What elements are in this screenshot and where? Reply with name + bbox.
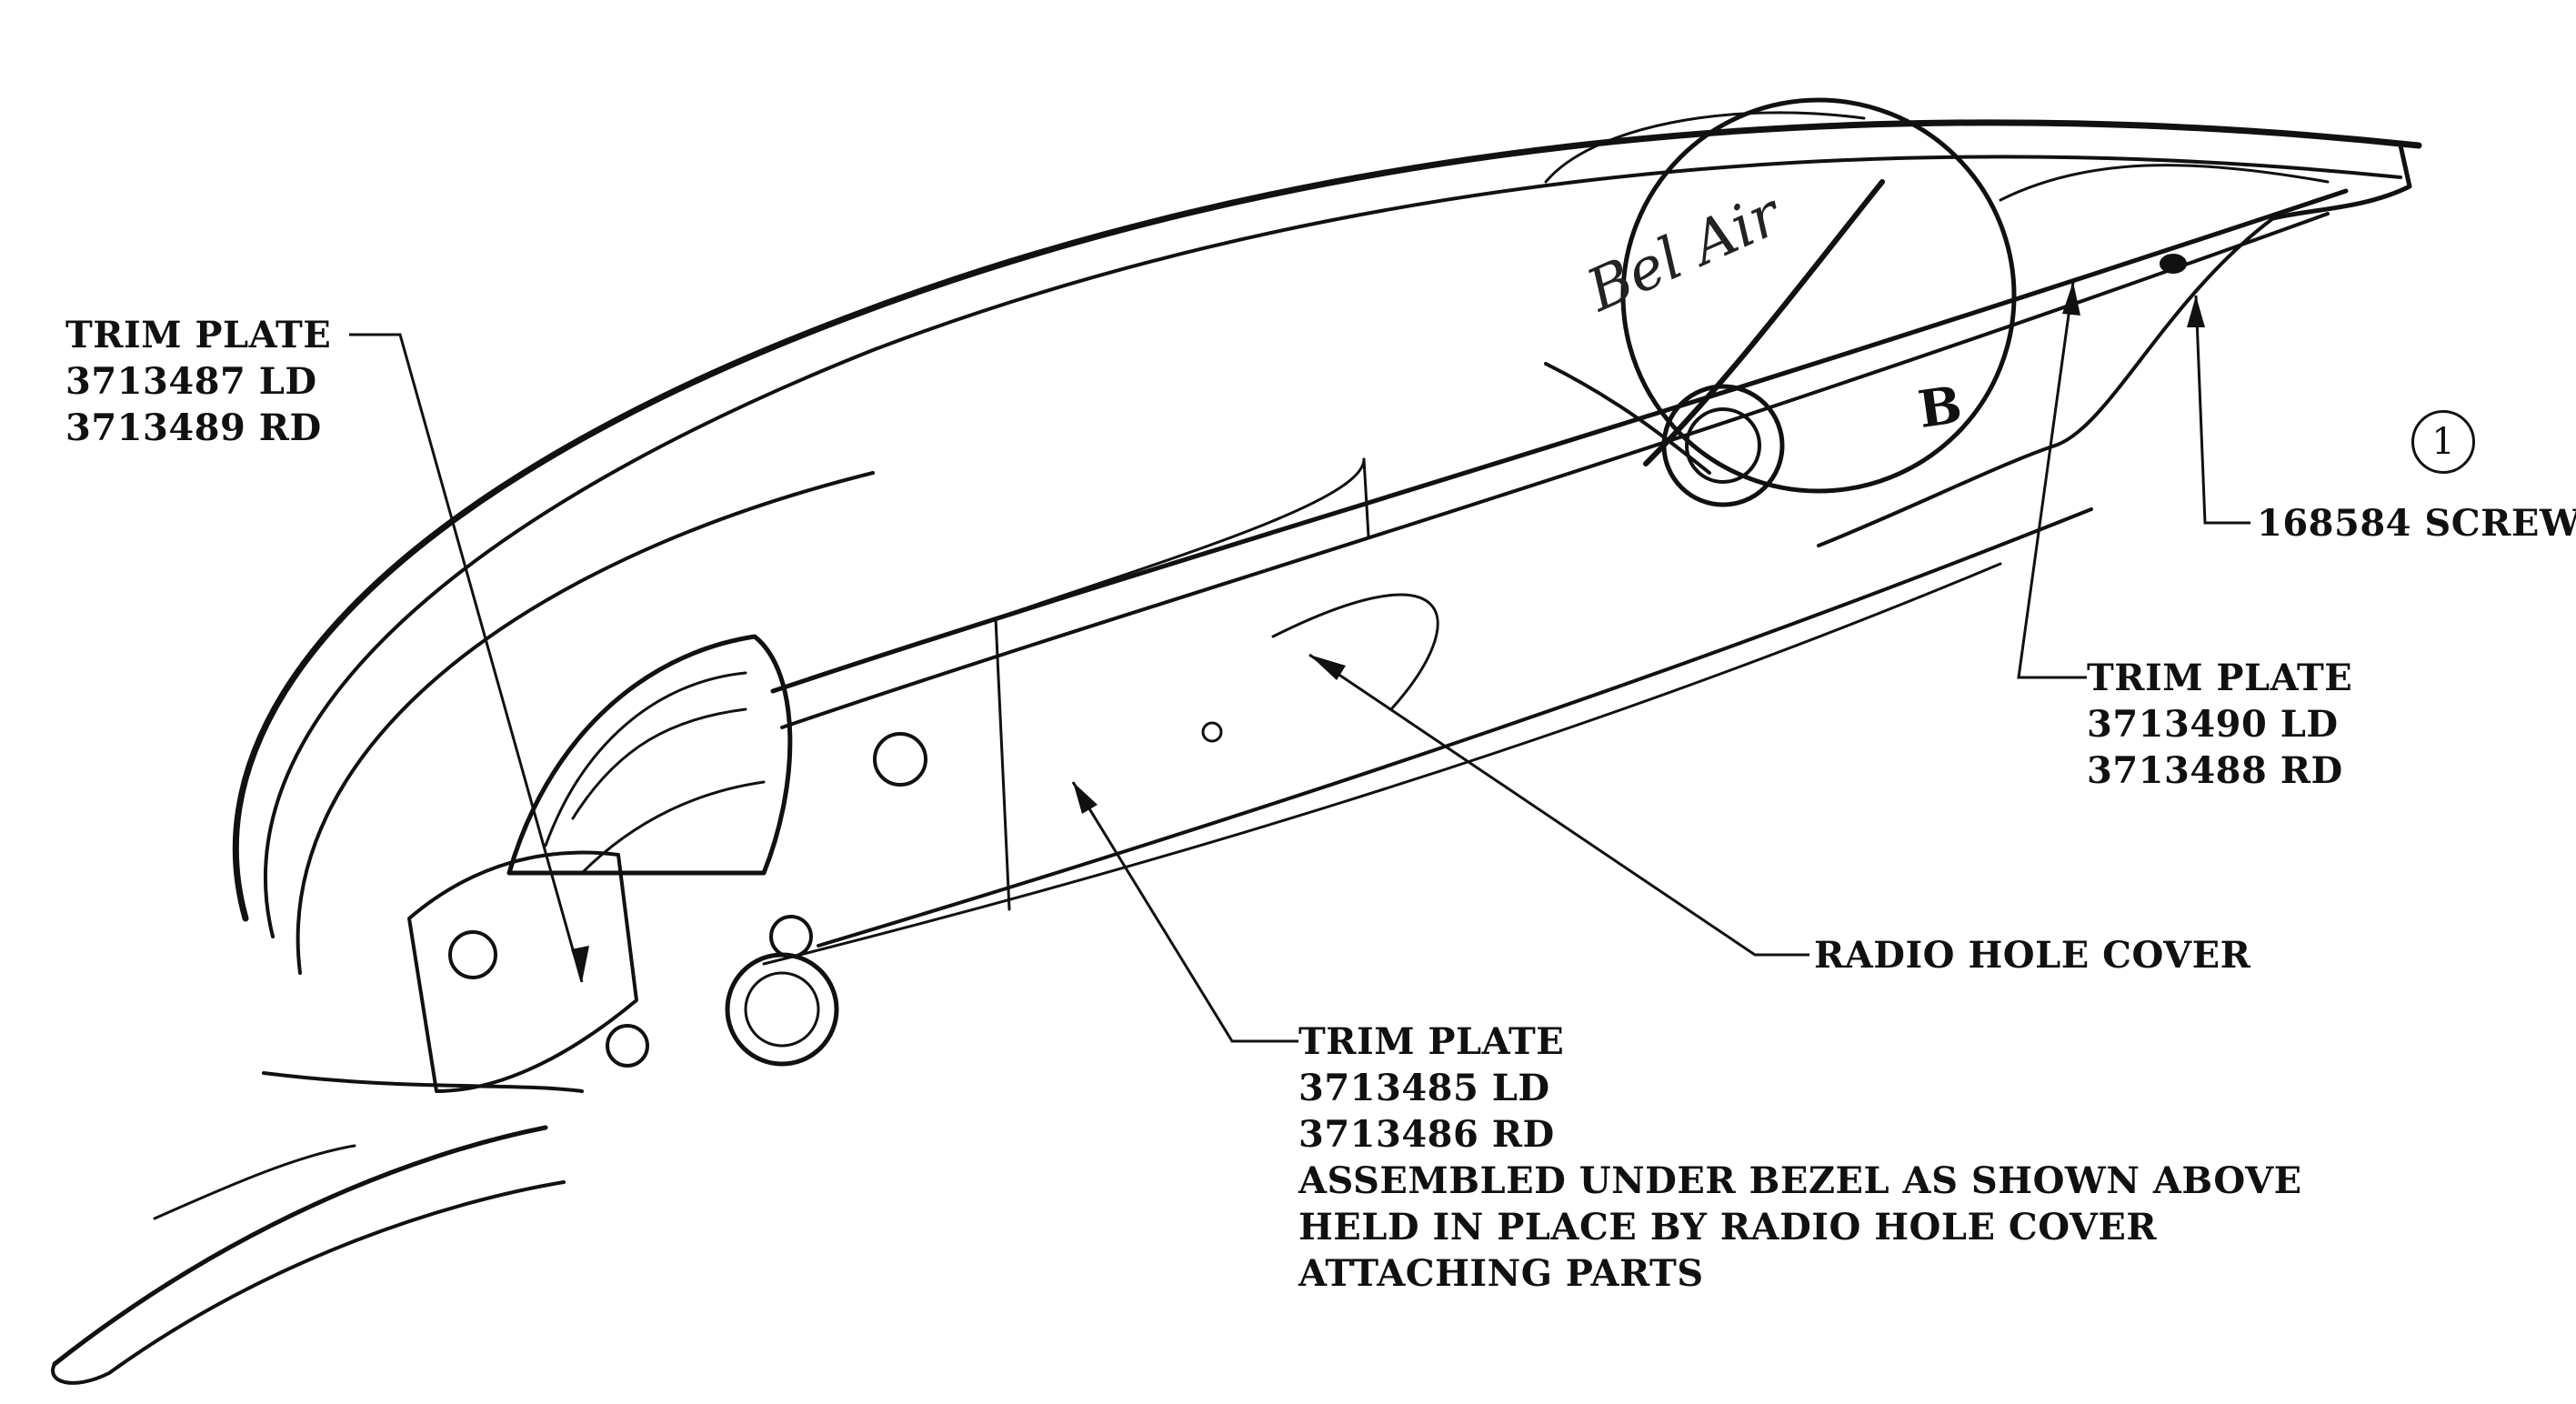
leader-trim-plate-bottom (1071, 781, 1298, 1043)
trim-plate-bottom-note-1: ASSEMBLED UNDER BEZEL AS SHOWN ABOVE (1298, 1159, 2302, 1202)
trim-plate-left-rd: 3713489 RD (65, 406, 322, 449)
dash-right-end (2270, 143, 2412, 221)
arrow-trim-plate-bottom (1073, 782, 1098, 814)
leader-screw (2194, 295, 2250, 525)
trim-moulding-top (770, 188, 2349, 694)
left-wing-inner (153, 1144, 356, 1220)
knob-left (448, 930, 497, 979)
dash-pad-upper (1544, 111, 1866, 184)
trim-plate-right-rd: 3713488 RD (2087, 749, 2343, 792)
arrow-screw (2187, 296, 2205, 327)
speedo-housing (506, 634, 793, 876)
trim-plate-left-title: TRIM PLATE (65, 314, 332, 356)
speedo-lower-band (580, 780, 766, 875)
trim-plate-bottom-note-2: HELD IN PLACE BY RADIO HOLE COVER (1298, 1206, 2158, 1249)
radio-cover-curve (1271, 593, 1439, 711)
trim-plate-right-ld: 3713490 LD (2087, 703, 2339, 746)
wheel-hub (1661, 384, 1785, 507)
figure-callout: 1 (2411, 410, 2475, 474)
knob-mid-2 (769, 915, 813, 958)
label-screw: 168584 SCREW (2257, 500, 2576, 547)
detail-b-ring (1620, 97, 2017, 494)
big-knob (725, 952, 839, 1067)
screw-part: 168584 SCREW (2257, 502, 2576, 545)
speedo-face (544, 671, 747, 847)
lower-panel-edge-2 (762, 562, 2002, 966)
lower-panel-edge (817, 507, 2093, 948)
label-radio-hole-cover: RADIO HOLE COVER (1814, 932, 2250, 978)
bezel-plate (407, 850, 638, 1093)
leader-trim-plate-right (2017, 281, 2087, 679)
knob-left-2 (606, 1024, 649, 1068)
radio-hole-cover-text: RADIO HOLE COVER (1814, 934, 2251, 977)
label-trim-plate-bottom: TRIM PLATE 3713485 LD 3713486 RD ASSEMBL… (1298, 1018, 2302, 1297)
glovebox-knob (1201, 721, 1223, 743)
arrow-trim-plate-left (571, 946, 589, 982)
leader-trim-plate-left (349, 333, 584, 983)
left-wing-bottom (52, 1125, 548, 1367)
dash-lower-lip (296, 471, 875, 975)
dash-right-fold (1817, 216, 2275, 547)
wheel-spoke-2 (1544, 362, 1711, 475)
dash-right-upper (1999, 164, 2330, 202)
left-wing-top (262, 1071, 584, 1093)
arrow-radio-hole-cover (1309, 655, 1346, 680)
trim-plate-bottom-ld: 3713485 LD (1298, 1067, 1550, 1109)
wheel-hub-inner (1685, 407, 1761, 484)
speedo-needle-band (571, 707, 747, 820)
label-trim-plate-left: TRIM PLATE 3713487 LD 3713489 RD (65, 312, 331, 451)
trim-moulding-mid (780, 212, 2330, 729)
trim-plate-right-title: TRIM PLATE (2087, 657, 2353, 699)
screw-head (2160, 254, 2187, 274)
trim-plate-left-ld: 3713487 LD (65, 360, 317, 403)
knob-mid (873, 732, 927, 787)
label-trim-plate-right: TRIM PLATE 3713490 LD 3713488 RD (2087, 655, 2352, 794)
big-knob-inner (744, 971, 820, 1048)
trim-plate-bottom-rd: 3713486 RD (1298, 1113, 1555, 1156)
view-letter-b: B (1914, 375, 1966, 440)
wheel-spoke (1643, 179, 1885, 466)
trim-plate-bottom-note-3: ATTACHING PARTS (1298, 1252, 1704, 1295)
arrow-trim-plate-right (2062, 282, 2080, 316)
trim-plate-bottom-title: TRIM PLATE (1298, 1020, 1565, 1063)
glovebox-outline (994, 457, 1366, 620)
left-wing-outer (51, 1180, 566, 1385)
panel-divider-2 (1362, 457, 1370, 538)
dash-top-inner (263, 155, 2402, 938)
leader-radio-hole-cover (1308, 653, 1809, 957)
panel-divider-1 (994, 617, 1011, 911)
dash-top-crown (233, 119, 2422, 922)
